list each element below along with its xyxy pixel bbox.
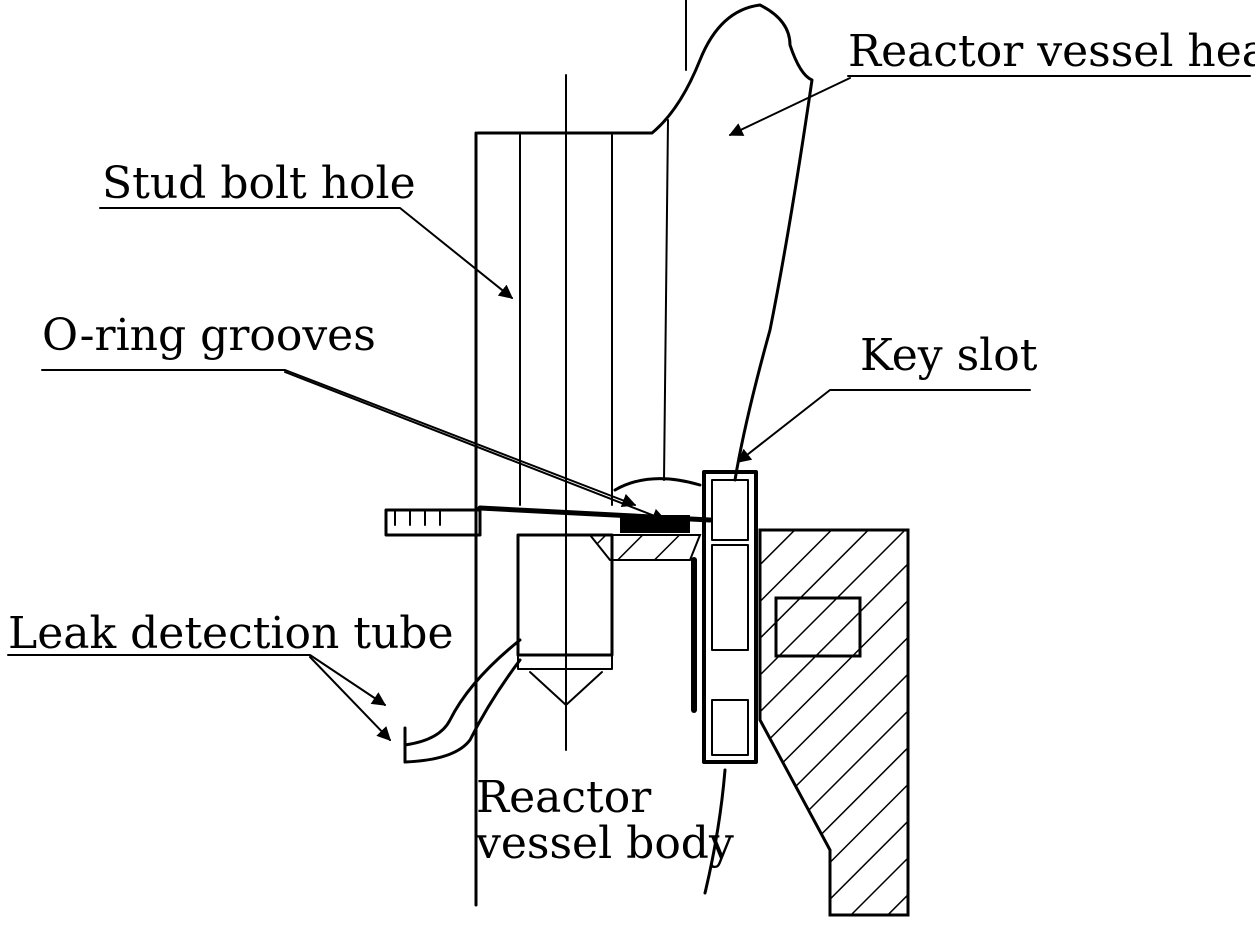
key-slot-assembly xyxy=(691,470,758,764)
label-reactor-vessel-head: Reactor vessel head xyxy=(848,26,1255,77)
leak-leader-2 xyxy=(309,656,391,742)
key-leader xyxy=(736,389,1031,463)
label-reactor-vessel-body-line2: vessel body xyxy=(475,818,734,869)
label-key-slot: Key slot xyxy=(860,330,1038,381)
stud-leader xyxy=(99,207,514,299)
vessel-head xyxy=(476,0,814,482)
leak-leader-1 xyxy=(7,654,387,706)
label-o-ring-grooves: O-ring grooves xyxy=(42,310,376,361)
label-reactor-vessel-body-line1: Reactor xyxy=(476,772,652,823)
flange-joint xyxy=(384,477,713,561)
oring-leader-1 xyxy=(41,369,637,507)
hatched-support-block xyxy=(758,528,910,917)
label-stud-bolt-hole: Stud bolt hole xyxy=(102,158,416,209)
oring-leader-2 xyxy=(284,371,667,522)
stud-bolt-column xyxy=(474,74,613,902)
head-leader xyxy=(728,77,851,136)
leader-lines xyxy=(7,75,1251,742)
label-leak-detection-tube: Leak detection tube xyxy=(8,608,454,659)
leak-detection-tube-shape xyxy=(403,638,522,764)
vessel-body-outline xyxy=(474,768,727,907)
